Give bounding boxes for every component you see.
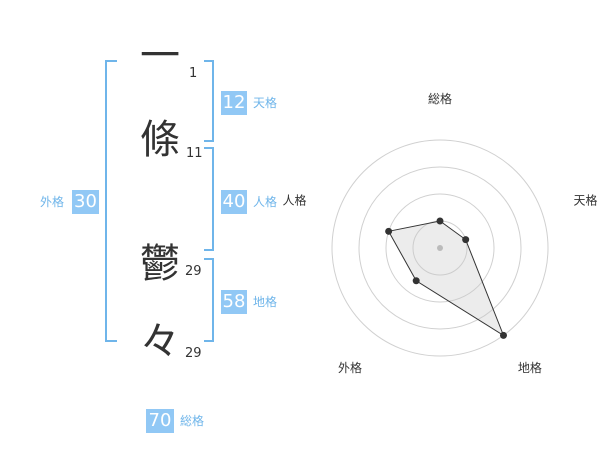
radar-axis-label-4: 外格 xyxy=(338,360,362,375)
radar-point-5 xyxy=(385,227,393,235)
gaikaku-bracket xyxy=(105,60,117,342)
radar-ring-3 xyxy=(358,166,522,330)
soukaku-value: 70 xyxy=(146,409,174,433)
name-char-1: 一 xyxy=(140,33,180,79)
radar-point-1 xyxy=(436,217,444,225)
radar-point-2 xyxy=(462,236,470,244)
radar-axis-label-2: 天格 xyxy=(574,193,598,208)
tenkaku-value: 12 xyxy=(221,91,247,115)
stroke-count-4: 29 xyxy=(185,346,202,361)
radar-point-3 xyxy=(499,331,507,339)
name-char-2: 條 xyxy=(140,117,180,163)
gaikaku-value: 30 xyxy=(72,190,99,214)
radar-axis-label-5: 人格 xyxy=(282,193,306,208)
name-char-3: 鬱 xyxy=(140,241,180,287)
radar-axis-label-1: 総格 xyxy=(428,91,452,106)
soukaku-label: 総格 xyxy=(180,414,205,428)
radar-ring-2 xyxy=(385,193,495,303)
jinkaku-bracket xyxy=(204,147,214,251)
radar-axis-label-3: 地格 xyxy=(518,360,542,375)
stroke-count-2: 11 xyxy=(186,146,203,161)
name-char-4: 々 xyxy=(140,319,180,365)
chikaku-label: 地格 xyxy=(253,295,278,309)
jinkaku-label: 人格 xyxy=(253,195,278,209)
radar-area xyxy=(387,220,505,337)
tenkaku-label: 天格 xyxy=(253,96,278,110)
radar-center-dot xyxy=(437,245,443,251)
stroke-count-3: 29 xyxy=(185,264,202,279)
radar-point-4 xyxy=(412,277,420,285)
chikaku-value: 58 xyxy=(221,290,247,314)
radar-ring-4 xyxy=(331,139,549,357)
stroke-count-1: 1 xyxy=(189,66,198,81)
tenkaku-bracket xyxy=(204,60,214,142)
chikaku-bracket xyxy=(204,258,214,342)
gaikaku-label: 外格 xyxy=(40,195,65,209)
jinkaku-value: 40 xyxy=(221,190,247,214)
